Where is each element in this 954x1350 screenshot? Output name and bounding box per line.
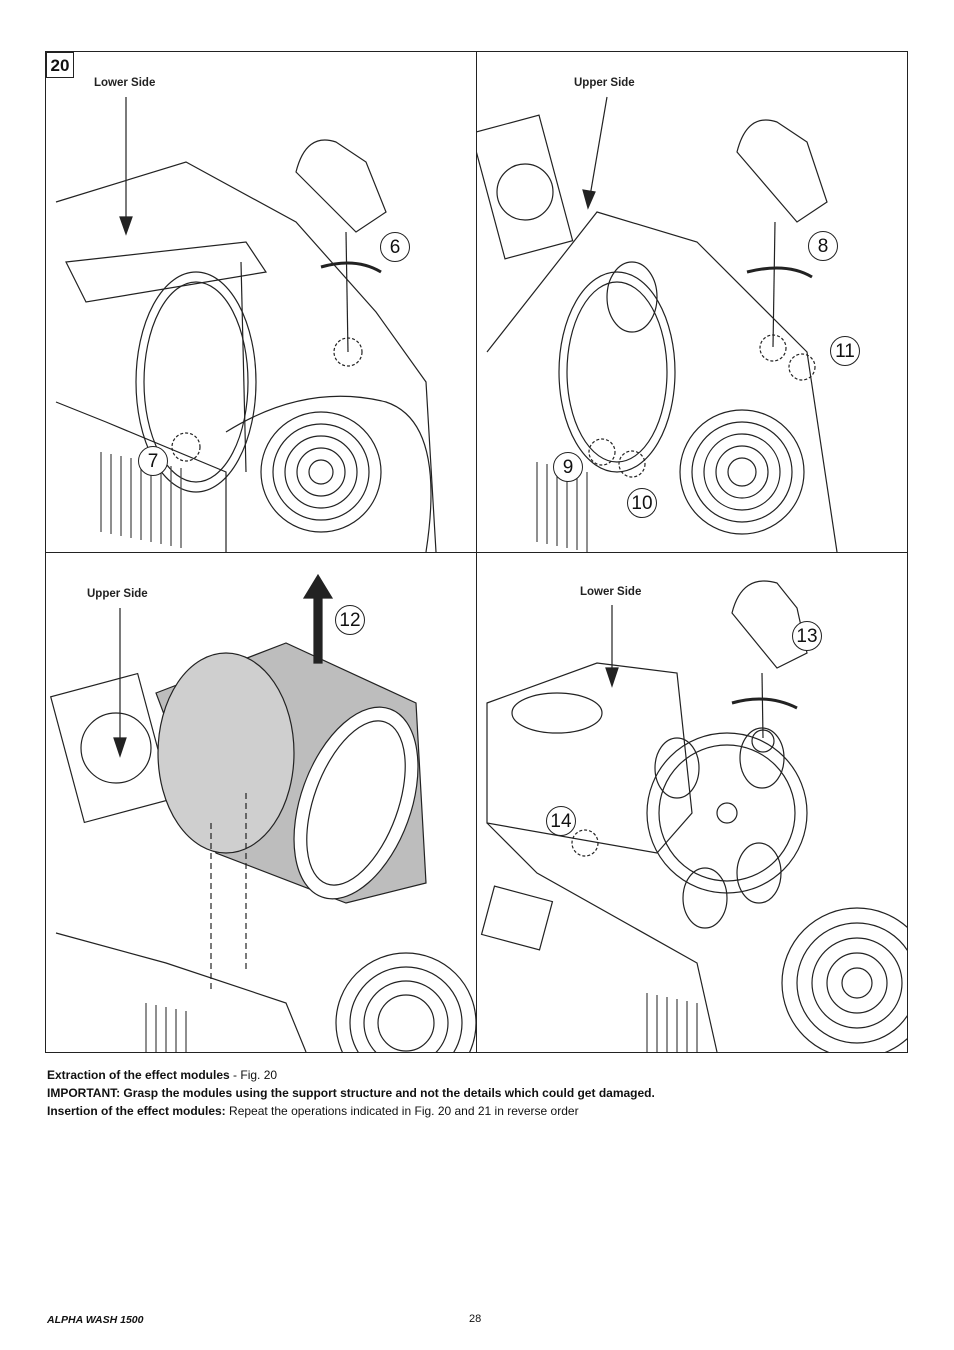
illustration-lower-side (55, 97, 437, 552)
side-label: Lower Side (94, 77, 156, 89)
illustration-module-extraction (49, 573, 476, 1052)
illustration-lower-side-wheel (480, 580, 907, 1052)
caption-line-insertion: Insertion of the effect modules: Repeat … (47, 1104, 579, 1118)
footer-model-name: ALPHA WASH 1500 (47, 1314, 144, 1326)
step-12: 12 (335, 605, 365, 635)
step-10: 10 (627, 488, 657, 518)
side-label: Lower Side (580, 586, 642, 598)
figure-number: 20 (46, 52, 74, 78)
step-7: 7 (138, 446, 168, 476)
panel-lower-side-screws-6-7: 20 Lower Side (46, 52, 477, 553)
side-label: Upper Side (574, 77, 635, 89)
panel-lower-side-screws-13-14: Lower Side (477, 553, 907, 1052)
step-9: 9 (553, 452, 583, 482)
caption-line-extraction: Extraction of the effect modules - Fig. … (47, 1068, 278, 1082)
illustration-upper-side (477, 96, 838, 552)
caption-line-important: IMPORTANT: Grasp the modules using the s… (47, 1086, 655, 1100)
figure-caption: Extraction of the effect modules - Fig. … (47, 1066, 655, 1120)
side-label: Upper Side (87, 588, 148, 600)
step-8: 8 (808, 231, 838, 261)
page-number: 28 (469, 1313, 482, 1325)
step-11: 11 (830, 336, 860, 366)
step-13: 13 (792, 621, 822, 651)
figure-20: 20 Lower Side (45, 51, 908, 1053)
panel-upper-side-screws-8-11: Upper Side (477, 52, 907, 553)
step-14: 14 (546, 806, 576, 836)
panel-upper-side-module-extraction: Upper Side (46, 553, 477, 1052)
step-6: 6 (380, 232, 410, 262)
